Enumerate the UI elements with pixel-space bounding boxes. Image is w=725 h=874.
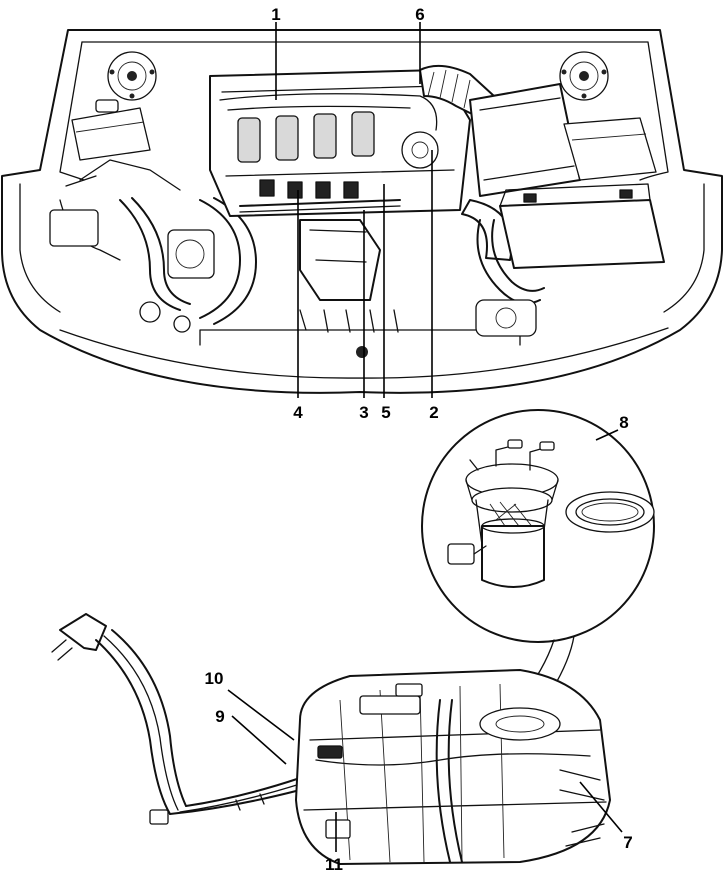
- fuse-box: [563, 117, 657, 181]
- fuel-pump-module: [447, 439, 559, 588]
- battery: [499, 183, 665, 269]
- callout-9: 9: [215, 707, 224, 726]
- callout-6: 6: [415, 5, 424, 24]
- callout-7: 7: [623, 833, 632, 852]
- callout-10: 10: [205, 669, 224, 688]
- left-strut-tower: [107, 51, 157, 101]
- filler-neck: [51, 613, 301, 825]
- callout-3: 3: [359, 403, 368, 422]
- sealing-ring: [565, 491, 655, 533]
- fuel-pump-detail: [421, 409, 655, 701]
- air-intake: [419, 64, 581, 261]
- tank-leader-lines: [227, 429, 623, 852]
- coolant-reservoir: [71, 99, 151, 161]
- engine-bay-illustration: [1, 29, 723, 394]
- callout-8: 8: [619, 413, 628, 432]
- engine-leader-lines: [275, 22, 433, 398]
- callout-1: 1: [271, 5, 280, 24]
- callout-5: 5: [381, 403, 390, 422]
- fuel-tank-illustration: [51, 613, 611, 865]
- callout-4: 4: [293, 403, 303, 422]
- callout-2: 2: [429, 403, 438, 422]
- right-strut-tower: [559, 51, 609, 101]
- callout-11: 11: [325, 855, 343, 874]
- engine-valve-cover: [209, 69, 471, 217]
